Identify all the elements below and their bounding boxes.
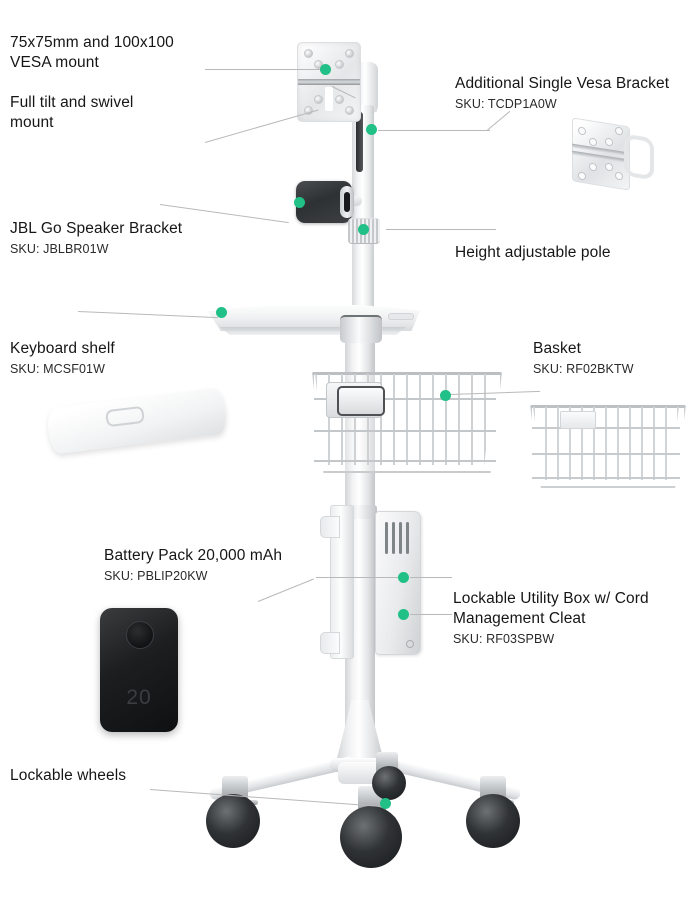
battery-display xyxy=(126,621,154,649)
leader-line-additional-vesa xyxy=(378,130,490,131)
callout-keyboard-shelf: Keyboard shelf SKU: MCSF01W xyxy=(10,339,230,378)
product-image-battery-pack: 20 xyxy=(100,608,178,732)
callout-tilt-swivel-spec: Full tilt and swivel mount xyxy=(10,93,230,133)
hotspot-dot-vesa-mount[interactable] xyxy=(320,64,331,75)
hotspot-dot-lockable-wheels[interactable] xyxy=(380,798,391,809)
callout-sku: SKU: MCSF01W xyxy=(10,362,105,376)
leader-line-height-pole xyxy=(386,229,496,230)
cord-cleat-hook-bottom xyxy=(320,632,340,654)
callout-sku: SKU: RF03SPBW xyxy=(453,632,555,646)
jbl-speaker xyxy=(296,181,354,223)
callout-basket: Basket SKU: RF02BKTW xyxy=(533,339,693,378)
lockable-utility-box xyxy=(375,511,421,655)
vesa-mount-plate xyxy=(297,42,361,122)
callout-height-adjustable-pole: Height adjustable pole xyxy=(455,243,685,263)
keyboard-shelf-cutout xyxy=(388,313,414,320)
callout-title: Lockable wheels xyxy=(10,767,127,784)
callout-jbl-go-speaker-bracket: JBL Go Speaker Bracket SKU: JBLBR01W xyxy=(10,219,240,258)
battery-capacity-label: 20 xyxy=(126,686,152,709)
callout-title: Height adjustable pole xyxy=(455,244,611,261)
callout-sku: SKU: PBLIP20KW xyxy=(104,569,208,583)
leader-line-vesa-spec xyxy=(205,69,325,70)
callout-lockable-wheels: Lockable wheels xyxy=(10,766,210,786)
hotspot-dot-additional-vesa[interactable] xyxy=(366,124,377,135)
cord-cleat-hook-top xyxy=(320,516,340,538)
keyboard-shelf-tray xyxy=(208,305,420,331)
leader-line-battery-dot xyxy=(316,577,402,578)
keyboard-shelf-edge xyxy=(219,327,407,335)
hotspot-dot-height-pole[interactable] xyxy=(358,224,369,235)
hotspot-dot-utility-box-lower[interactable] xyxy=(398,609,409,620)
callout-title: Lockable Utility Box w/ Cord Management … xyxy=(453,590,649,627)
callout-title: Full tilt and swivel mount xyxy=(10,94,134,131)
callout-title: Battery Pack 20,000 mAh xyxy=(104,547,283,564)
callout-sku: SKU: RF02BKTW xyxy=(533,362,634,376)
keyboard-shelf-collar xyxy=(340,315,382,343)
product-image-vesa-bracket xyxy=(572,117,654,191)
product-image-keyboard-shelf xyxy=(45,387,229,456)
callout-battery-pack: Battery Pack 20,000 mAh SKU: PBLIP20KW xyxy=(104,546,354,585)
leader-line-utility-box-lower xyxy=(410,614,452,615)
cart-basket xyxy=(312,372,502,473)
callout-vesa-mount-spec: 75x75mm and 100x100 VESA mount xyxy=(10,33,230,73)
hotspot-dot-basket[interactable] xyxy=(440,390,451,401)
callout-lockable-utility-box: Lockable Utility Box w/ Cord Management … xyxy=(453,589,693,648)
hotspot-dot-keyboard-shelf[interactable] xyxy=(216,307,227,318)
hotspot-dot-utility-box-upper[interactable] xyxy=(398,572,409,583)
callout-sku: SKU: TCDP1A0W xyxy=(455,97,557,111)
callout-sku: SKU: JBLBR01W xyxy=(10,242,109,256)
product-image-basket xyxy=(530,405,686,488)
callout-additional-single-vesa-bracket: Additional Single Vesa Bracket SKU: TCDP… xyxy=(455,74,695,113)
basket-pole-clamp xyxy=(337,386,385,416)
leader-line-utility-box-upper xyxy=(410,577,452,578)
callout-title: Basket xyxy=(533,340,581,357)
callout-title: Keyboard shelf xyxy=(10,340,115,357)
callout-title: JBL Go Speaker Bracket xyxy=(10,220,183,237)
callout-title: Additional Single Vesa Bracket xyxy=(455,75,670,92)
callout-title: 75x75mm and 100x100 VESA mount xyxy=(10,34,174,71)
hotspot-dot-jbl-speaker[interactable] xyxy=(294,197,305,208)
pole-black-strip xyxy=(356,112,363,172)
